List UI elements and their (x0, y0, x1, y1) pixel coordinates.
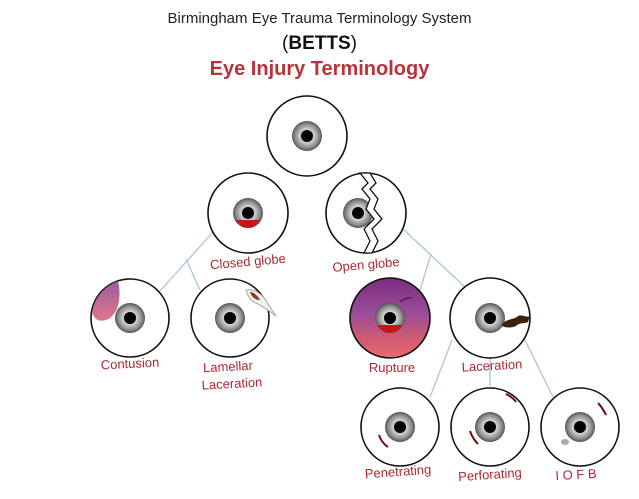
node-contusion (90, 278, 170, 358)
label-contusion: Contusion (100, 354, 159, 372)
label-iofb: I O F B (555, 466, 597, 483)
label-perforating: Perforating (458, 465, 522, 484)
label-rupture: Rupture (369, 360, 415, 375)
node-closed-globe (207, 172, 289, 254)
node-iofb (540, 387, 620, 467)
node-penetrating (360, 387, 440, 467)
node-rupture (349, 277, 431, 359)
node-perforating (450, 387, 530, 467)
node-open-globe (325, 172, 407, 254)
node-eye (266, 95, 348, 177)
label-open-globe: Open globe (332, 254, 400, 275)
label-closed-globe: Closed globe (210, 251, 287, 273)
label-lamellar-laceration-line2: Laceration (201, 374, 262, 392)
label-laceration: Laceration (461, 356, 522, 374)
node-laceration (449, 277, 531, 359)
label-lamellar-laceration-line1: Lamellar (203, 358, 254, 376)
diagram-subtitle: Eye Injury Terminology (209, 58, 430, 80)
diagram-acronym: (BETTS) (282, 33, 357, 54)
connector-lines (159, 227, 554, 398)
label-penetrating: Penetrating (364, 462, 431, 482)
diagram-title: Birmingham Eye Trauma Terminology System (167, 10, 472, 27)
node-lamellar-laceration (190, 278, 277, 358)
